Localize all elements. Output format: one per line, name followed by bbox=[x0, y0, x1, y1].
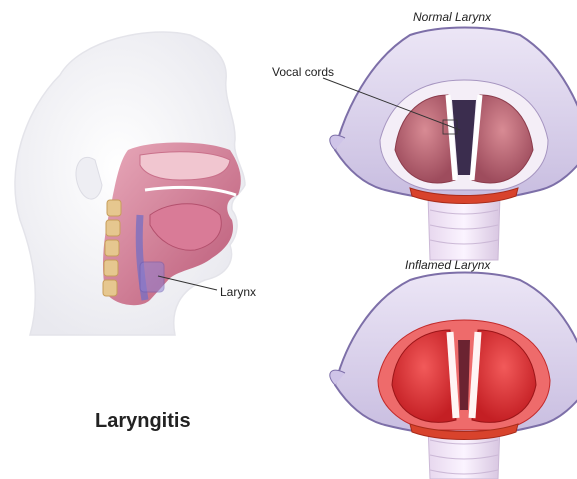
normal-larynx-illustration bbox=[330, 28, 577, 261]
vocal-cords-label: Vocal cords bbox=[272, 65, 334, 79]
diagram-title: Laryngitis bbox=[95, 410, 191, 433]
normal-larynx-caption: Normal Larynx bbox=[413, 10, 491, 24]
inflamed-larynx-illustration bbox=[330, 273, 577, 479]
inflamed-larynx-caption: Inflamed Larynx bbox=[405, 258, 490, 272]
larynx-label: Larynx bbox=[220, 285, 256, 299]
